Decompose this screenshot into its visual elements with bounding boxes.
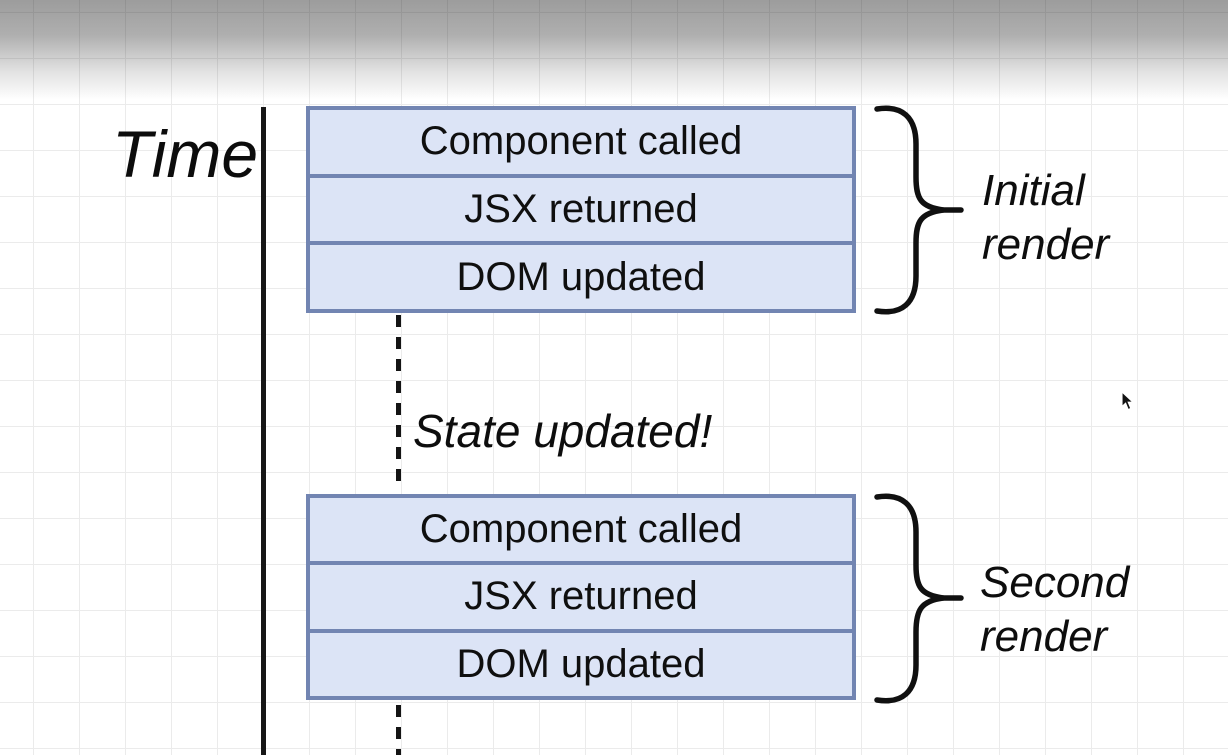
step-component-called: Component called (419, 507, 743, 552)
initial-render-label-line2: render (982, 220, 1110, 269)
render-steps-group-second: Component called JSX returned DOM update… (306, 494, 856, 700)
step-dom-updated: DOM updated (310, 628, 852, 696)
step-dom-updated: DOM updated (310, 241, 852, 309)
second-render-label: Second render (980, 556, 1129, 664)
time-axis-label: Time (112, 117, 259, 191)
step-jsx-returned: JSX returned (310, 561, 852, 628)
step-component-called: Component called (419, 119, 743, 164)
state-update-dashed-line-bottom (396, 705, 401, 755)
second-render-label-line1: Second (980, 558, 1130, 607)
state-update-dashed-line (396, 315, 401, 491)
state-updated-annotation: State updated! (413, 405, 713, 457)
render-steps-group-initial: Component called JSX returned DOM update… (306, 106, 856, 313)
initial-render-label-line1: Initial (982, 166, 1085, 215)
initial-render-label: Initial render (982, 164, 1109, 272)
second-render-label-line2: render (980, 612, 1108, 661)
step-jsx-returned: JSX returned (310, 173, 852, 242)
timeline-axis (261, 107, 266, 755)
mouse-cursor-icon (1121, 391, 1135, 411)
top-gradient-overlay (0, 0, 1228, 100)
